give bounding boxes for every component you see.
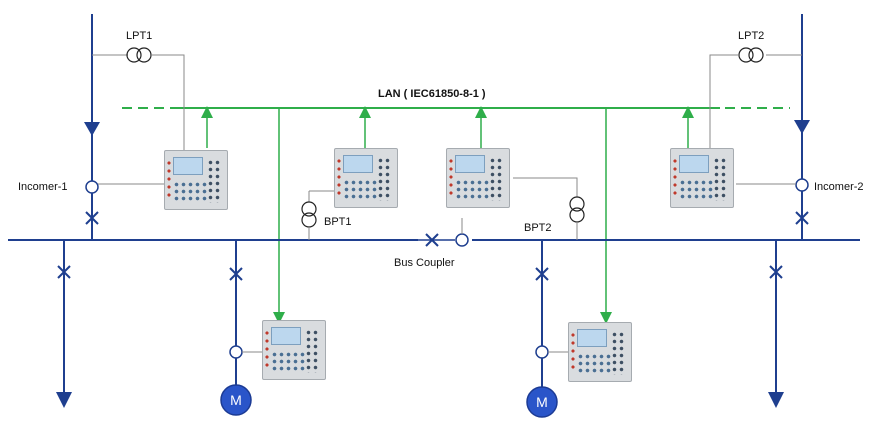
transformer-icon xyxy=(126,47,152,63)
lpt2-wire xyxy=(709,54,738,150)
transformer-icon xyxy=(301,201,317,228)
current-transformer-icon xyxy=(535,345,549,359)
transformer-icon xyxy=(738,47,764,63)
incomer-2-feeder xyxy=(709,14,810,240)
motor-feeder-2: M xyxy=(526,240,568,418)
motor-1-label: M xyxy=(230,392,242,408)
motor-feeder-1: M xyxy=(220,240,262,416)
breaker-icon xyxy=(795,211,809,225)
incomer-1-feeder xyxy=(84,14,185,240)
breaker-icon xyxy=(535,267,549,281)
breaker-icon xyxy=(425,233,439,247)
lpt1-wire xyxy=(152,54,185,150)
motor-icon xyxy=(526,386,558,418)
lpt2-label: LPT2 xyxy=(738,30,765,42)
arrow-down-icon xyxy=(84,122,100,136)
outgoing-feeder-right xyxy=(768,240,784,408)
motor-2-label: M xyxy=(536,394,548,410)
bpt1-label: BPT1 xyxy=(324,216,352,228)
bpt2-group xyxy=(513,177,585,240)
relay-icon xyxy=(262,320,326,380)
incomer-1-label: Incomer-1 xyxy=(18,181,68,193)
bus-coupler-label: Bus Coupler xyxy=(394,257,455,269)
current-transformer-icon xyxy=(455,233,469,247)
bpt1-group xyxy=(301,190,334,240)
relay-icon xyxy=(334,148,398,208)
arrow-down-icon xyxy=(794,120,810,134)
busbar xyxy=(8,218,860,247)
breaker-icon xyxy=(769,265,783,279)
bpt2-label: BPT2 xyxy=(524,222,552,234)
breaker-icon xyxy=(229,267,243,281)
current-transformer-icon xyxy=(85,180,99,194)
relay-icon xyxy=(568,322,632,382)
breaker-icon xyxy=(57,265,71,279)
motor-icon xyxy=(220,384,252,416)
relay-icon xyxy=(670,148,734,208)
current-transformer-icon xyxy=(795,178,809,192)
current-transformer-icon xyxy=(229,345,243,359)
arrow-down-icon xyxy=(768,392,784,408)
relay-icon xyxy=(446,148,510,208)
outgoing-feeder-left xyxy=(56,240,72,408)
lpt1-label: LPT1 xyxy=(126,30,153,42)
lan-label: LAN ( IEC61850-8-1 ) xyxy=(378,88,486,100)
relay-icon xyxy=(164,150,228,210)
lan-network xyxy=(122,106,790,324)
transformer-icon xyxy=(569,196,585,223)
arrow-down-icon xyxy=(56,392,72,408)
incomer-2-label: Incomer-2 xyxy=(814,181,864,193)
breaker-icon xyxy=(85,211,99,225)
